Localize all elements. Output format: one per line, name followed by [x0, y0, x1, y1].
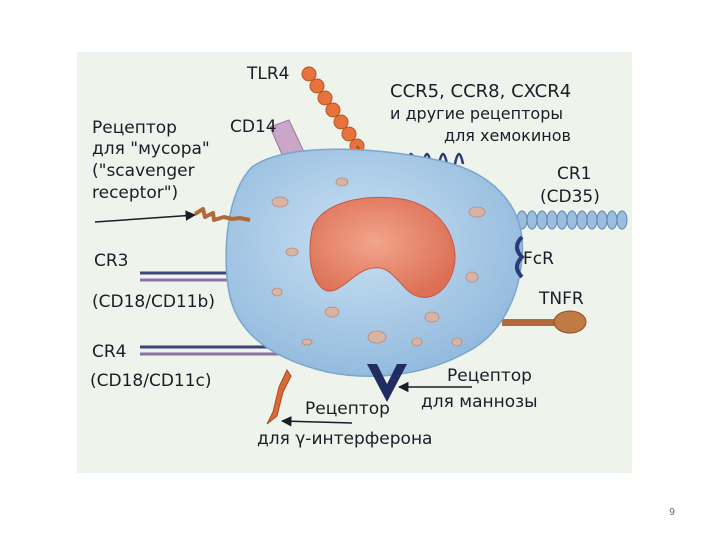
label-mannose-1: Рецептор — [447, 366, 532, 386]
label-cr1: CR1 — [557, 164, 592, 184]
label-cd35: (CD35) — [540, 187, 600, 207]
label-cr4: CR4 — [92, 342, 127, 362]
page-number: 9 — [662, 507, 682, 518]
label-scavenger-3: ("scavenger — [92, 161, 195, 181]
macrophage-receptor-diagram: TLR4 CCR5, CCR8, CXCR4 и другие рецептор… — [77, 52, 632, 473]
label-scavenger-1: Рецептор — [92, 118, 177, 138]
label-mannose-2: для маннозы — [421, 392, 538, 412]
cr1-receptor — [517, 211, 627, 229]
label-cd18-cd11c: (CD18/CD11c) — [90, 371, 212, 391]
label-ifn-2: для γ-интерферона — [257, 429, 432, 449]
label-cd14: CD14 — [230, 117, 277, 137]
label-tlr4: TLR4 — [246, 64, 289, 84]
label-scavenger-4: receptor") — [92, 183, 178, 203]
label-scavenger-2: для "мусора" — [92, 139, 210, 159]
label-cr3: CR3 — [94, 251, 129, 271]
label-ccr: CCR5, CCR8, CXCR4 — [390, 81, 571, 102]
label-fcr: FcR — [523, 249, 554, 269]
label-chemokine-1: и другие рецепторы — [390, 104, 563, 123]
label-chemokine-2: для хемокинов — [444, 126, 571, 145]
label-ifn-1: Рецептор — [305, 399, 390, 419]
label-cd18-cd11b: (CD18/CD11b) — [92, 292, 215, 312]
label-tnfr: TNFR — [538, 289, 584, 309]
